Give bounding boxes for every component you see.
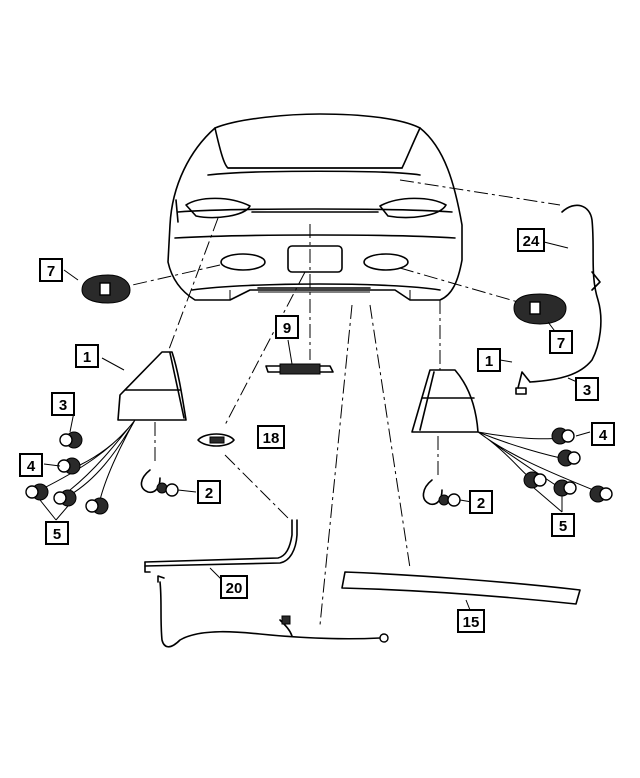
svg-text:4: 4 [27, 458, 36, 475]
callout-24: 24 [517, 228, 545, 252]
right-bulb-socket-2 [422, 479, 461, 507]
callout-7-right: 7 [549, 330, 573, 354]
callout-4-left: 4 [19, 453, 43, 477]
callout-18: 18 [257, 425, 285, 449]
alignment-lines [127, 179, 561, 626]
right-side-marker-lamp [513, 293, 567, 325]
svg-text:9: 9 [283, 320, 291, 337]
svg-text:4: 4 [599, 427, 608, 444]
callout-5-left: 5 [45, 521, 69, 545]
callout-3-left: 3 [51, 392, 75, 416]
svg-text:15: 15 [463, 614, 480, 631]
leader-lines [39, 241, 591, 611]
svg-text:3: 3 [583, 382, 591, 399]
right-bulb-sockets [477, 427, 613, 503]
left-bulb-socket-2 [140, 469, 179, 497]
callout-1-right: 1 [477, 348, 501, 372]
svg-text:24: 24 [523, 233, 540, 250]
rear-wiring-harness [157, 575, 389, 648]
svg-text:20: 20 [226, 580, 243, 597]
right-tail-lamp [411, 369, 479, 433]
svg-text:2: 2 [205, 485, 213, 502]
left-tail-lamp [117, 351, 187, 421]
svg-text:1: 1 [485, 353, 493, 370]
vehicle-rear-body [167, 113, 463, 301]
svg-text:3: 3 [59, 397, 67, 414]
svg-text:1: 1 [83, 349, 91, 366]
callout-1-left: 1 [75, 344, 99, 368]
svg-text:5: 5 [559, 518, 567, 535]
callout-9: 9 [275, 315, 299, 339]
callout-15: 15 [457, 609, 485, 633]
bumper-reflector-strip-15 [341, 571, 581, 605]
trunk-wiring-harness-20 [144, 519, 298, 573]
callout-2-left: 2 [197, 480, 221, 504]
left-side-marker-lamp [81, 274, 131, 304]
svg-text:7: 7 [47, 263, 55, 280]
callout-20: 20 [220, 575, 248, 599]
svg-text:2: 2 [477, 495, 485, 512]
callout-3-right: 3 [575, 377, 599, 401]
callout-4-right: 4 [591, 422, 615, 446]
callout-5-right: 5 [551, 513, 575, 537]
left-bulb-sockets [25, 419, 136, 515]
callout-7-left: 7 [39, 258, 63, 282]
license-lamp-bar [265, 363, 334, 375]
svg-text:18: 18 [263, 430, 280, 447]
svg-text:7: 7 [557, 335, 565, 352]
callout-2-right: 2 [469, 490, 493, 514]
right-wiring-harness [515, 204, 602, 395]
license-lamp [197, 433, 235, 447]
svg-text:5: 5 [53, 526, 61, 543]
